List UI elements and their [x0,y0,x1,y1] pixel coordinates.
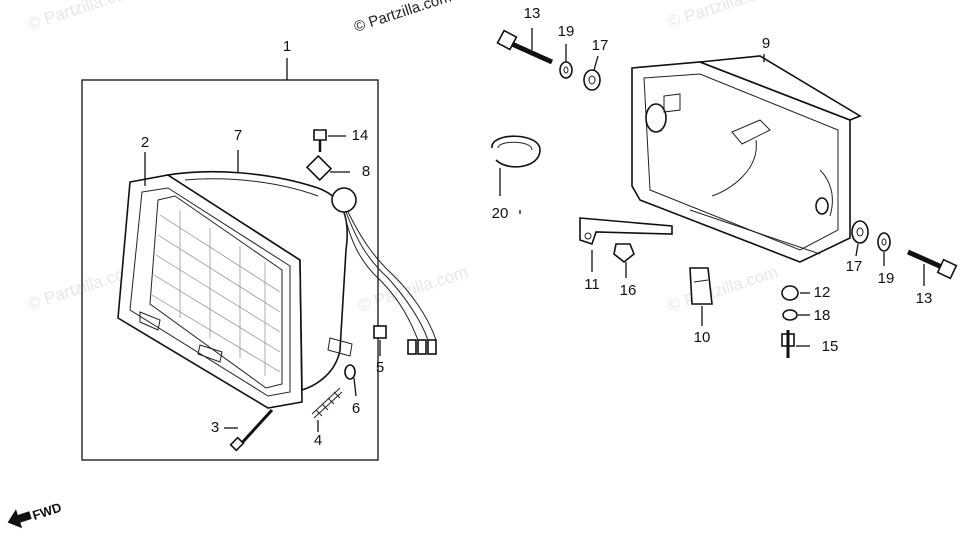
part-20-clamp [491,135,541,196]
headlight-assembly-group [81,58,379,461]
part-10-clip [689,267,713,305]
part-11-bracket [579,217,673,272]
callout-12: 12 [814,284,831,301]
part-8-nut [305,154,333,182]
arrow-left-icon [7,509,32,529]
part-17-washer-left [583,69,601,91]
callout-10: 10 [694,329,711,346]
callout-17-left: 17 [592,37,609,54]
callout-14: 14 [352,127,369,144]
watermark: © Partzilla.com [355,262,470,315]
callout-19-right: 19 [878,270,895,287]
part-13-bolt-right [906,249,958,286]
part-15-bolt [781,330,810,358]
part-14-screw [313,129,327,141]
callout-4: 4 [314,432,322,449]
callout-15: 15 [822,338,839,355]
leader-lines [144,150,521,214]
part-18-washer [782,309,798,321]
callout-18: 18 [814,307,831,324]
callout-3: 3 [211,419,219,436]
part-4-spring [311,387,343,432]
callout-8: 8 [362,163,370,180]
headlight-unit [117,170,437,409]
callout-19-left: 19 [558,23,575,40]
callout-20: 20 [492,205,509,222]
callout-6: 6 [352,400,360,417]
callout-13-left: 13 [524,5,541,22]
watermark: © Partzilla.com [25,0,140,34]
part-17-washer-right [851,220,869,244]
part-19-washer-right [877,232,891,252]
part-16-nut [613,243,635,264]
callout-16: 16 [620,282,637,299]
part-13-bolt-left [496,28,554,65]
fwd-label: FWD [31,500,64,523]
watermark: © Partzilla.com [665,0,780,32]
fwd-arrow: FWD [7,500,64,529]
watermark-main: © Partzilla.com [352,0,453,36]
part-19-washer-left [559,61,573,79]
callout-7: 7 [234,127,242,144]
part-9-case [631,54,862,263]
callout-1: 1 [283,38,291,55]
callout-2: 2 [141,134,149,151]
part-3-screw [224,408,274,452]
callout-11: 11 [584,276,600,293]
callout-9: 9 [762,35,770,52]
callout-13-right: 13 [916,290,933,307]
part-5-nut [373,325,387,339]
callout-17-right: 17 [846,258,863,275]
watermark: © Partzilla.com [665,262,780,315]
callout-5: 5 [376,359,384,376]
assembly-box [81,79,379,461]
part-6-washer [344,364,356,380]
part-12-grommet [781,285,799,301]
